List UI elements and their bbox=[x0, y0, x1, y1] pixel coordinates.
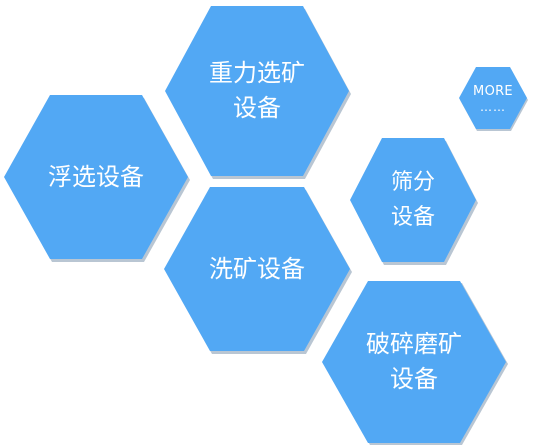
hex-crushing-grinding-equipment[interactable]: 破碎磨矿 设备 bbox=[318, 278, 510, 446]
hexagon-shape bbox=[165, 6, 351, 179]
hexagon-shape bbox=[4, 95, 190, 262]
hex-more-button[interactable]: MORE …… bbox=[456, 64, 530, 132]
hexagon-shape bbox=[459, 67, 528, 131]
hex-screening-equipment[interactable]: 筛分 设备 bbox=[346, 135, 480, 265]
hexagon-shape bbox=[164, 187, 352, 354]
hexagon-shape bbox=[350, 138, 478, 265]
hexagon-shape bbox=[322, 281, 508, 445]
